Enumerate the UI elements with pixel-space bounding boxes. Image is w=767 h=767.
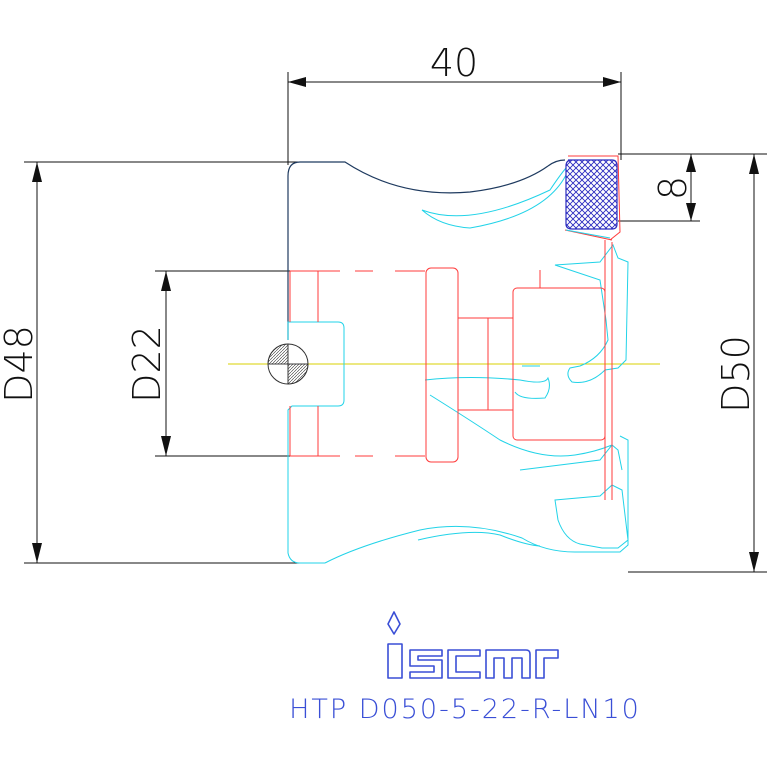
iscar-logo <box>387 611 559 679</box>
tool-body-outline <box>287 159 566 340</box>
cutting-insert <box>565 155 621 241</box>
tool-section-red <box>289 229 613 500</box>
dimension-length: 40 <box>287 41 622 165</box>
dimension-cutting-diameter: D50 <box>618 153 767 573</box>
dimension-insert-height: 8 <box>618 154 700 222</box>
dimension-insert-height-label: 8 <box>651 176 695 200</box>
tool-designation: HTP D050-5-22-R-LN10 <box>289 694 641 725</box>
dimension-body-diameter-label: D48 <box>0 325 41 403</box>
dimension-cutting-diameter-label: D50 <box>714 335 758 413</box>
dimension-length-label: 40 <box>430 41 478 85</box>
dimension-body-diameter: D48 <box>0 161 345 564</box>
section-marker <box>267 343 309 385</box>
dimension-bore-diameter-label: D22 <box>125 325 169 403</box>
